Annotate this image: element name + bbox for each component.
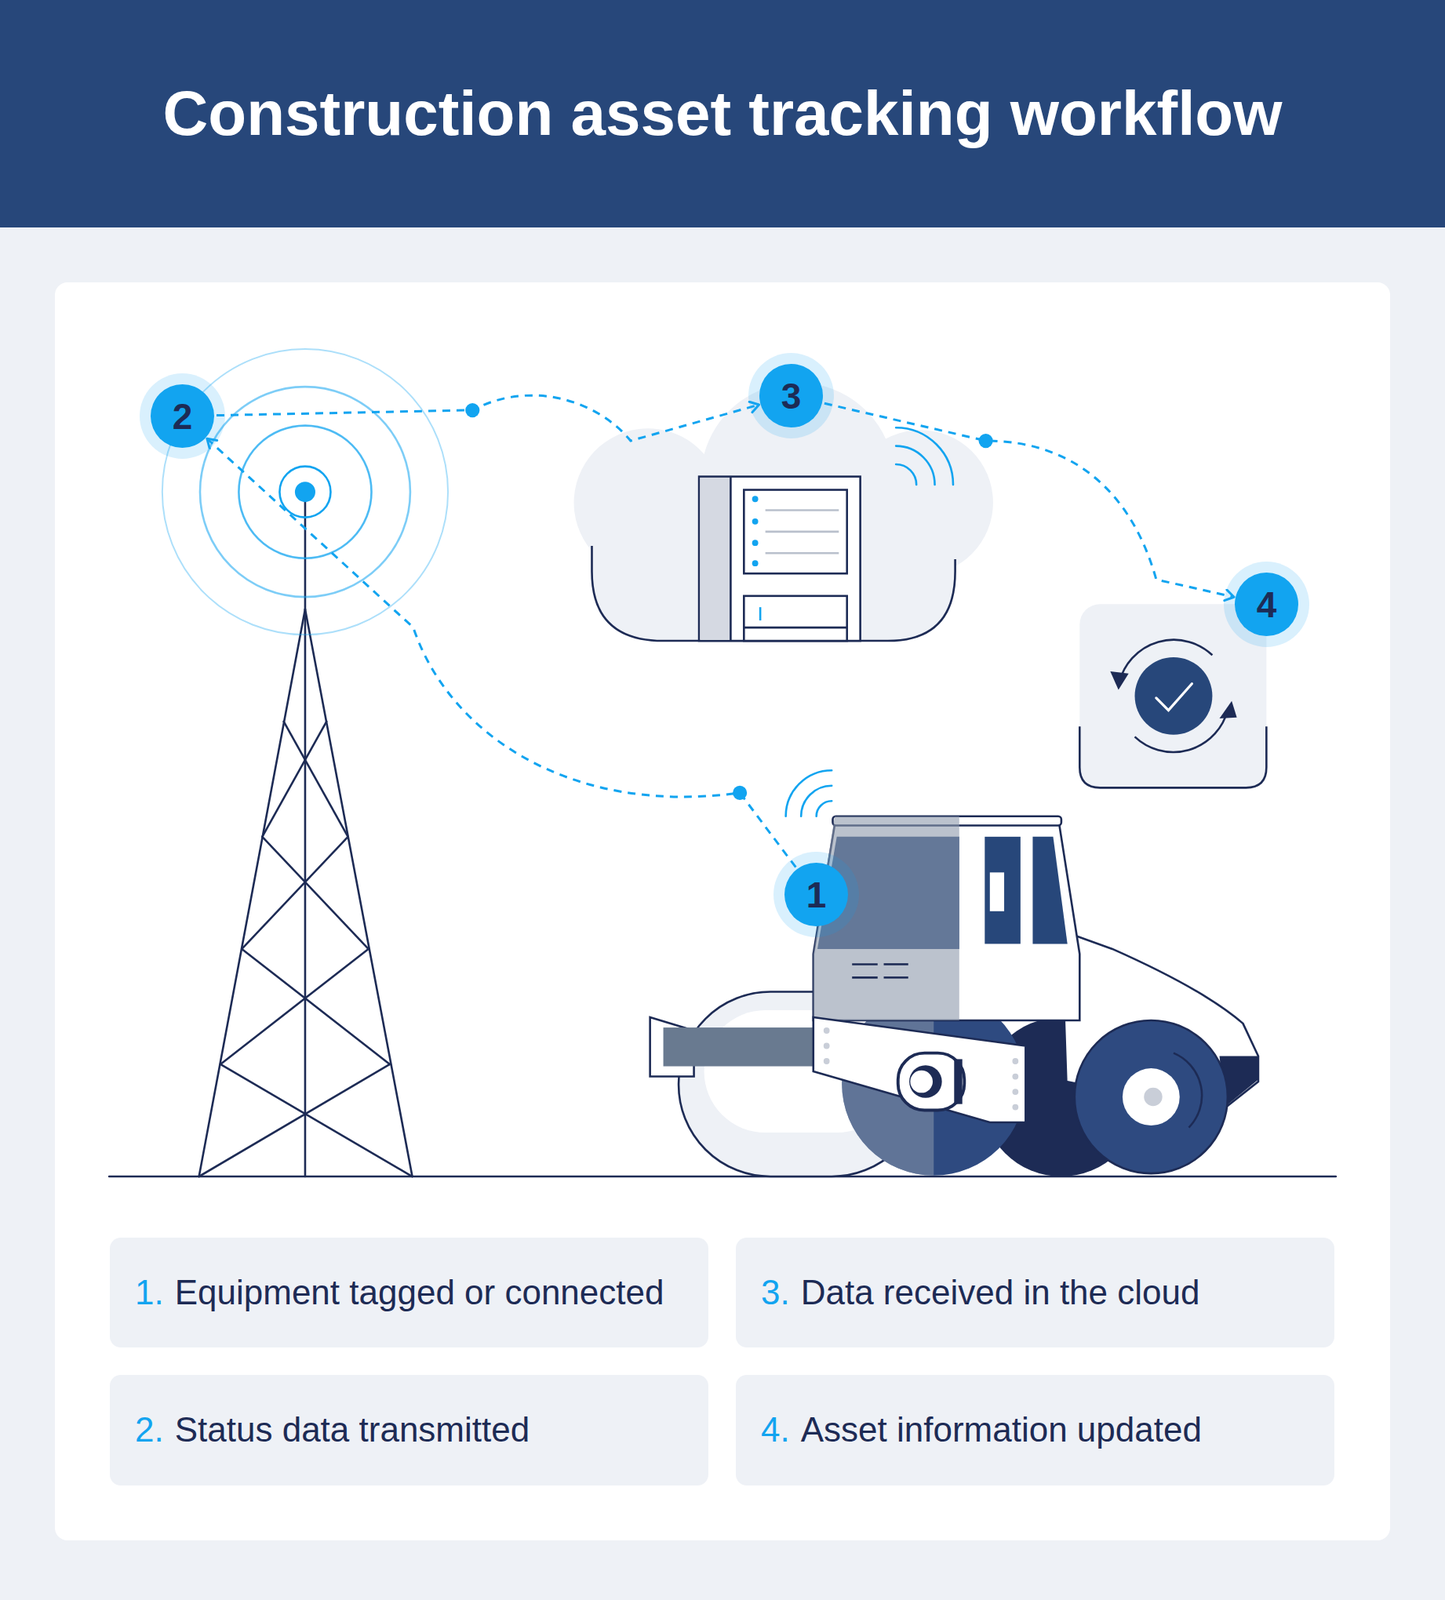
step-number: 4.	[760, 1411, 790, 1449]
step-box: 1. Equipment tagged or connected	[109, 1237, 709, 1348]
dashed-arrow	[824, 403, 1234, 597]
callout-circle: 2	[150, 384, 215, 448]
callout-circle: 3	[759, 363, 823, 428]
step-number: 3.	[760, 1273, 790, 1312]
callout-number: 3	[781, 378, 802, 415]
step-text: Status data transmitted	[174, 1411, 530, 1449]
callout-circle: 1	[784, 862, 849, 927]
title: Construction asset tracking workflow	[0, 0, 1445, 228]
callout-number: 2	[172, 398, 193, 435]
step-text: Equipment tagged or connected	[174, 1273, 665, 1312]
callout-circle: 4	[1234, 572, 1299, 637]
callout-number: 4	[1256, 586, 1278, 623]
step-box: 3. Data received in the cloud	[735, 1237, 1335, 1348]
dashed-arrow	[207, 439, 797, 868]
step-number: 1.	[134, 1273, 164, 1312]
step-text: Data received in the cloud	[800, 1273, 1201, 1312]
step-box: 2. Status data transmitted	[109, 1375, 709, 1486]
step-text: Asset information updated	[800, 1411, 1202, 1449]
dashed-arrow	[216, 395, 759, 441]
step-box: 4. Asset information updated	[735, 1375, 1335, 1486]
step-number: 2.	[134, 1411, 164, 1449]
callout-number: 1	[806, 877, 827, 914]
